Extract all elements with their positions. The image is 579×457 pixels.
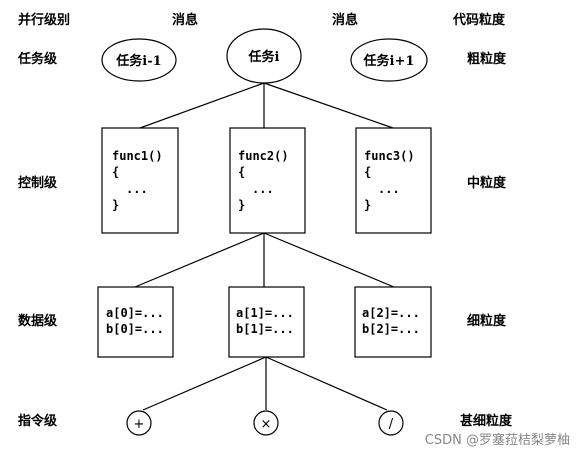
level-task: 任务级 [17, 51, 58, 67]
edge-task-func1 [139, 82, 265, 129]
task-node-current: 任务i [226, 28, 302, 84]
task-label-current: 任务i [248, 49, 280, 65]
function-close-2: } [238, 198, 245, 212]
level-control: 控制级 [18, 175, 58, 191]
data-line-b0: b[0]=... [106, 322, 164, 336]
operator-times: × [253, 410, 279, 436]
granularity-fine: 细粒度 [467, 313, 507, 329]
function-box-3: func3() { ... } [355, 127, 432, 234]
operator-divide: / [378, 410, 404, 436]
task-label-next: 任务i+1 [363, 53, 415, 69]
task-node-next: 任务i+1 [350, 38, 428, 82]
data-line-b1: b[1]=... [236, 322, 294, 336]
function-box-2: func2() { ... } [229, 127, 306, 234]
data-line-a2: a[2]=... [362, 306, 420, 320]
edge-data-op-plus [142, 356, 267, 411]
function-name-3: func3() [364, 149, 415, 163]
task-label-prev: 任务i-1 [115, 53, 161, 69]
header-message-right: 消息 [332, 12, 358, 28]
data-line-a1: a[1]=... [236, 306, 294, 320]
function-body-2: ... [252, 182, 274, 196]
function-name-1: func1() [112, 149, 163, 163]
edge-func-data0 [134, 232, 265, 288]
function-close-3: } [364, 198, 371, 212]
level-instruction: 指令级 [18, 413, 58, 429]
task-node-prev: 任务i-1 [101, 38, 177, 82]
function-open-3: { [364, 165, 371, 179]
header-code-granularity: 代码粒度 [452, 12, 506, 28]
function-name-2: func2() [238, 149, 289, 163]
function-body-3: ... [378, 182, 400, 196]
function-box-1: func1() { ... } [101, 127, 179, 234]
granularity-medium: 中粒度 [467, 175, 507, 191]
data-box-1: a[1]=... b[1]=... [228, 286, 305, 358]
data-line-a0: a[0]=... [106, 306, 164, 320]
granularity-very-fine: 甚细粒度 [460, 413, 513, 429]
operator-divide-icon: / [389, 417, 394, 432]
watermark: CSDN @罗塞菈桔梨萝柚 [425, 432, 570, 448]
edge-data-op-divide [265, 356, 388, 411]
function-open-1: { [112, 165, 119, 179]
operator-plus-icon: + [134, 417, 145, 432]
edge-task-func3 [263, 82, 394, 129]
function-close-1: } [112, 198, 119, 212]
edge-func-data2 [263, 232, 395, 288]
header-message-left: 消息 [172, 12, 198, 28]
function-open-2: { [238, 165, 245, 179]
data-box-0: a[0]=... b[0]=... [97, 286, 174, 358]
data-box-2: a[2]=... b[2]=... [354, 286, 432, 358]
granularity-coarse: 粗粒度 [467, 51, 507, 67]
header-parallel-level: 并行级别 [18, 12, 70, 28]
data-line-b2: b[2]=... [362, 322, 420, 336]
level-data: 数据级 [18, 313, 58, 329]
operator-times-icon: × [261, 417, 272, 432]
operator-plus: + [126, 410, 152, 436]
function-body-1: ... [126, 182, 148, 196]
